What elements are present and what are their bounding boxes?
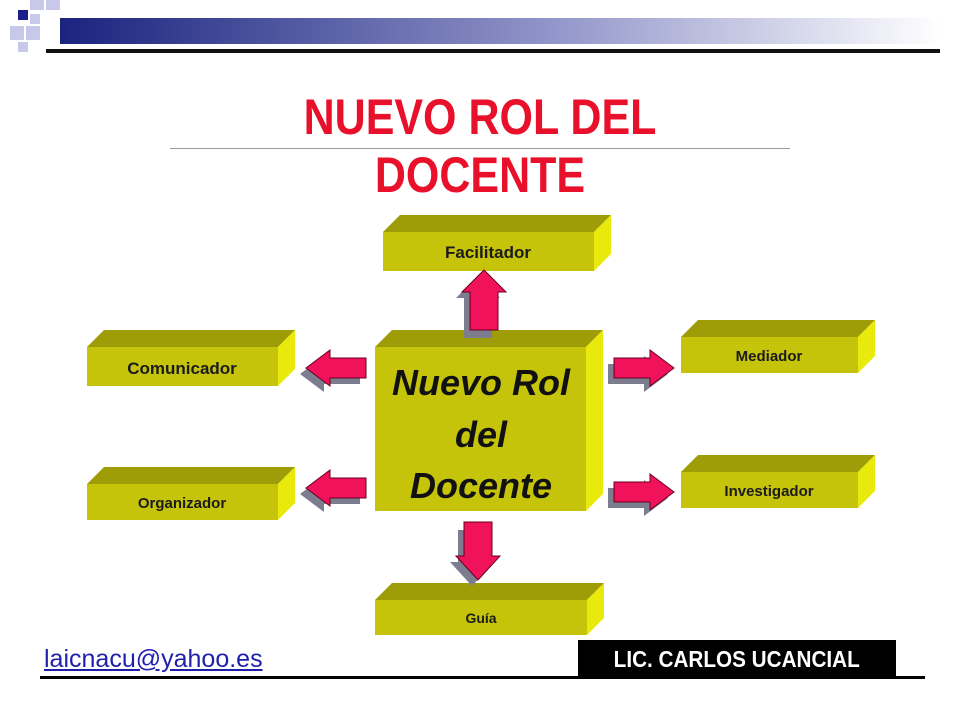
title-divider (170, 148, 790, 149)
center-box: Nuevo Rol del Docente (375, 330, 603, 511)
role-box-investigador: Investigador (681, 455, 875, 508)
arrow-left-to-comunicador (300, 349, 367, 392)
role-label-facilitador: Facilitador (445, 243, 531, 262)
role-box-mediador: Mediador (681, 320, 875, 373)
author-name: LIC. CARLOS UCANCIAL (613, 645, 861, 672)
footer-divider (40, 676, 925, 679)
arrow-down-to-guia (450, 521, 502, 586)
arrow-left-to-organizador (300, 469, 367, 512)
arrow-up-to-facilitador (456, 269, 508, 338)
center-line-3: Docente (410, 465, 552, 506)
role-label-organizador: Organizador (138, 495, 227, 512)
role-label-investigador: Investigador (724, 483, 813, 500)
role-box-organizador: Organizador (87, 467, 295, 520)
role-box-facilitador: Facilitador (383, 215, 611, 271)
author-badge: LIC. CARLOS UCANCIAL (578, 640, 896, 678)
slide-title: NUEVO ROL DEL DOCENTE (303, 89, 657, 203)
arrow-right-to-investigador (608, 473, 675, 516)
center-line-1: Nuevo Rol (392, 362, 571, 403)
role-box-guia: Guía (375, 583, 604, 635)
role-label-mediador: Mediador (736, 348, 803, 365)
arrow-right-to-mediador (608, 349, 675, 392)
email-link[interactable]: laicnacu@yahoo.es (44, 645, 263, 673)
role-label-comunicador: Comunicador (127, 359, 237, 378)
role-box-comunicador: Comunicador (87, 330, 295, 386)
role-label-guia: Guía (465, 610, 496, 626)
center-line-2: del (455, 414, 508, 455)
header-decoration (10, 0, 940, 53)
